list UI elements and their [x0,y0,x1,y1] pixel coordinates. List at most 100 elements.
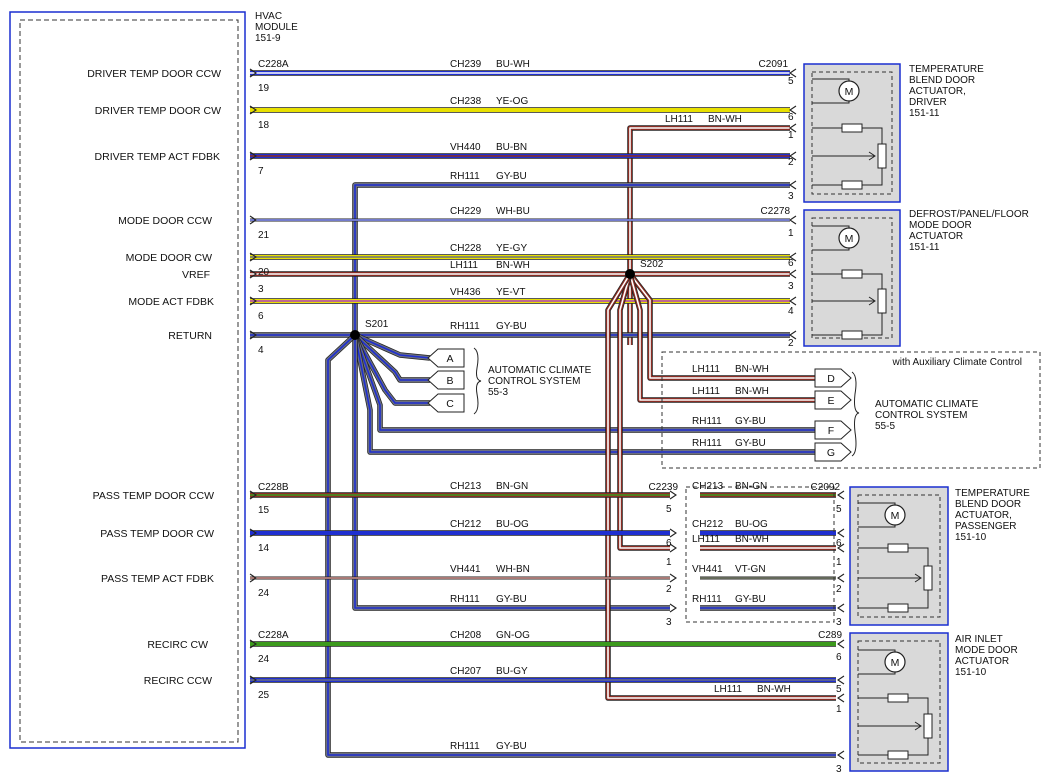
wire-rh111-driver-color [353,183,790,335]
circuit-id: CH213 [450,481,482,492]
tag-label-a: A [446,353,453,365]
pass-actuator-label: 151-10 [955,532,987,543]
circuit-color-code: BN-WH [496,260,530,271]
c2091-pin: 6 [788,112,794,123]
circuit-color-code: GN-OG [496,630,530,641]
circuit-color-code: VT-GN [735,564,766,575]
hvac-pin-number: 20 [258,267,270,278]
circuit-color-code: BU-WH [496,59,530,70]
pass-actuator-res-top [887,543,909,553]
c2278-pin: 2 [788,338,794,349]
circuit-id: CH208 [450,630,482,641]
wire-s201-b [353,332,430,383]
wire-lh111-driver [627,125,790,345]
circuit-color-code: WH-BN [496,564,530,575]
wire-rh111-pass-stripe [354,335,670,609]
c289-pin: 3 [836,764,842,775]
c2091-arrow [789,180,797,190]
c2278-arrow [789,252,797,262]
driver-actuator-res-bottom [841,180,863,190]
wire-lh111-d [627,272,815,381]
driver-actuator-label: TEMPERATURE [909,64,984,75]
circuit-id: RH111 [450,171,480,182]
air-inlet-actuator-label: MODE DOOR [955,645,1018,656]
driver-actuator-label: BLEND DOOR [909,75,975,86]
c2091-arrow [789,105,797,115]
inlet-actuator-motor-label: M [891,657,900,669]
aux-climate-note: with Auxiliary Climate Control [892,357,1023,368]
pass-actuator-pot [923,565,933,591]
pass-actuator-wiper [914,573,922,583]
c2239-pin: 3 [666,617,672,628]
pass-actuator-label: ACTUATOR, [955,510,1012,521]
c289-arrow [837,750,845,760]
circuit-id: RH111 [450,741,480,752]
c2278-arrow [789,269,797,279]
pass-actuator-motor-leads [858,502,896,528]
driver-actuator-inner [811,71,893,195]
mode-actuator-res-bottom [841,330,863,340]
wire-lh111-pass-stripe [619,273,670,549]
acc-system-1-label: 55-3 [488,387,508,398]
mode-actuator-motor-label: M [845,233,854,245]
acc-system-1-label: AUTOMATIC CLIMATE [488,365,592,376]
wire-s201-a [353,332,431,361]
circuit-id: RH111 [692,438,722,449]
wire-lh111-driver-outline [627,125,790,345]
splice-s202-dot [625,269,635,279]
wire-rh111-driver [352,182,790,335]
hvac-pin-number: 3 [258,284,264,295]
circuit-id: VH441 [692,564,723,575]
circuit-color-code: BU-OG [735,519,768,530]
tag-b [427,370,465,390]
brace-acc-1 [473,347,482,415]
hvac-pin-number: 15 [258,505,270,516]
hvac-title-line: HVAC [255,11,282,22]
circuit-color-code: GY-BU [735,594,766,605]
circuit-color-code: YE-GY [496,243,527,254]
c2092-arrow [837,573,845,583]
inlet-actuator-res-bottom [887,750,909,760]
circuit-id: RH111 [450,594,480,605]
circuit-color-code: GY-BU [735,416,766,427]
driver-actuator-pot [877,143,887,169]
mode-actuator-label: DEFROST/PANEL/FLOOR [909,209,1029,220]
wire-s201-c [352,333,430,406]
hvac-pin-arrow [249,105,257,115]
circuit-color-code: BN-WH [735,534,769,545]
hvac-pin-arrow [249,490,257,500]
circuit-id: LH111 [450,260,478,271]
wire-rh111-driver-outline [352,182,790,335]
inlet-actuator-res-wires [858,697,929,756]
hvac-pin-arrow [249,296,257,306]
circuit-id: CH238 [450,96,482,107]
hvac-pin-number: 21 [258,230,270,241]
hvac-pin-arrow [249,639,257,649]
c2239-box [685,486,835,623]
wire-lh111-pass [617,273,670,551]
wire-lh111-inlet [605,272,836,701]
connector-c228b: C228B [258,482,289,493]
driver-actuator-motor-leads [812,78,850,104]
acc-system-2-label: CONTROL SYSTEM [875,410,967,421]
hvac-pin-number: 6 [258,311,264,322]
wire-rh111-f-stripe [354,334,815,431]
c289-pin: 5 [836,684,842,695]
c2278-arrow [789,215,797,225]
circuit-id: VH440 [450,142,481,153]
hvac-pin-arrow [249,215,257,225]
circuit-color-code: BN-WH [735,386,769,397]
circuit-color-code: GY-BU [496,741,527,752]
hvac-pin-arrow [249,573,257,583]
hvac-pin-number: 14 [258,543,270,554]
circuit-id: CH212 [450,519,482,530]
mode-actuator-motor-leads [812,225,850,251]
c2239-arrow [669,573,677,583]
circuit-color-code: WH-BU [496,206,530,217]
wire-lh111-e [627,273,815,403]
hvac-terminal-label: PASS TEMP ACT FDBK [101,573,214,585]
tag-c [427,393,465,413]
connector-c2092: C2092 [811,482,841,493]
circuit-color-code: BN-GN [496,481,528,492]
circuit-color-code: GY-BU [735,438,766,449]
